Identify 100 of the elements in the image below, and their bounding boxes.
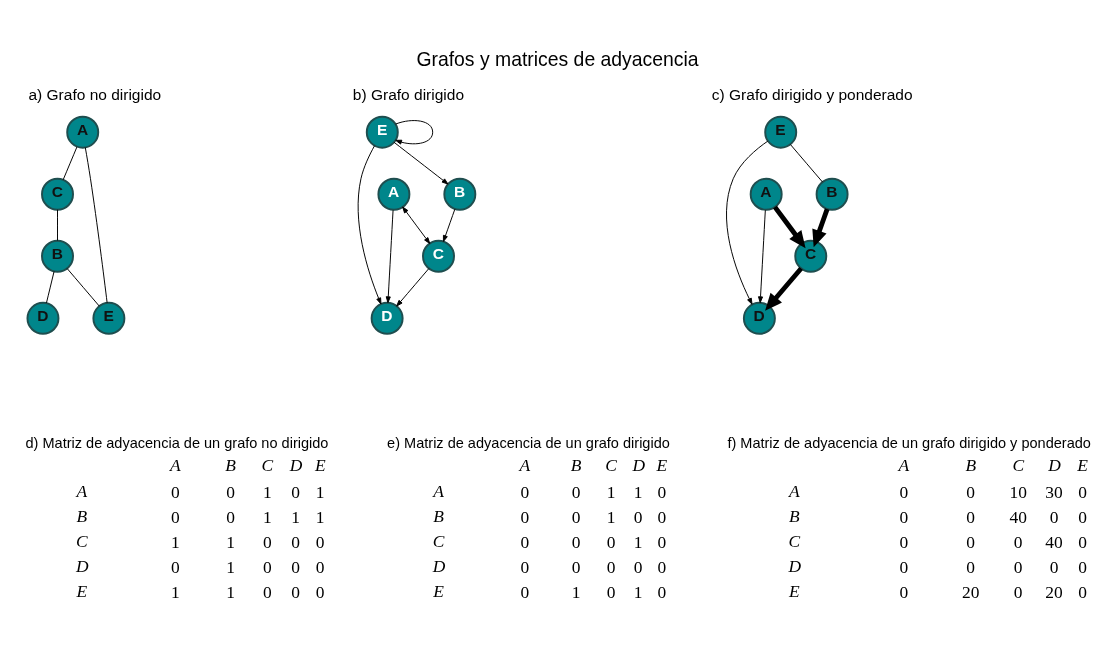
arrow	[393, 141, 449, 185]
label: B	[76, 505, 88, 526]
label: C	[1012, 454, 1025, 475]
label: C	[261, 454, 274, 475]
label: A	[169, 454, 181, 475]
node-circle: E	[92, 301, 126, 335]
label: 1	[633, 531, 643, 552]
label: 0	[657, 581, 667, 602]
diagram-title: Grafos y matrices de adyacencia	[416, 47, 699, 70]
label: 0	[1013, 581, 1023, 602]
label: 0	[1049, 556, 1059, 577]
arrow	[726, 140, 769, 305]
label: C	[605, 454, 617, 475]
label: B	[570, 454, 582, 475]
connector	[57, 208, 58, 241]
label: 0	[263, 556, 272, 577]
label: 0	[966, 506, 976, 527]
label: D	[788, 555, 802, 576]
arrow	[758, 209, 766, 303]
label: 0	[1078, 481, 1088, 502]
label: b) Grafo dirigido	[352, 85, 465, 103]
arrow	[396, 267, 430, 307]
connector	[62, 145, 78, 180]
label: E	[433, 580, 444, 601]
arrow	[442, 208, 456, 242]
label: B	[788, 505, 800, 526]
label: 0	[170, 556, 180, 577]
label: 1	[170, 531, 180, 552]
label: 20	[962, 581, 980, 602]
label: e) Matriz de adyacencia de un grafo dirigido	[387, 434, 670, 451]
label: a) Grafo no dirigido	[28, 85, 162, 103]
label: A	[788, 480, 800, 501]
label: 1	[606, 506, 616, 527]
arrow	[773, 205, 806, 248]
label: 0	[899, 506, 909, 527]
label: 0	[633, 506, 643, 527]
label: 1	[226, 531, 235, 552]
label: 0	[1049, 506, 1059, 527]
label: 0	[966, 556, 976, 577]
label: d) Matriz de adyacencia de un grafo no dirigido	[25, 434, 329, 451]
label: 40	[1045, 531, 1063, 552]
label: 0	[966, 531, 976, 552]
node-circle: E	[365, 115, 399, 149]
label: 1	[291, 506, 300, 527]
label: 1	[226, 581, 235, 602]
connector	[46, 270, 55, 303]
label: 0	[170, 506, 180, 527]
label: c) Grafo dirigido y ponderado	[711, 85, 913, 103]
label: 0	[170, 481, 180, 502]
label: 0	[899, 481, 909, 502]
arrow	[357, 144, 382, 304]
label: 30	[1045, 481, 1063, 502]
label: 0	[226, 481, 235, 502]
label: 0	[571, 531, 581, 552]
label: 0	[606, 581, 616, 602]
label: 1	[633, 581, 643, 602]
node-circle: C	[794, 239, 828, 273]
node-circle: D	[26, 301, 60, 335]
label: D	[1048, 454, 1061, 475]
label: 0	[520, 506, 530, 527]
label: C	[75, 530, 88, 551]
label: 0	[1013, 531, 1023, 552]
connector	[66, 267, 100, 307]
label: 10	[1009, 481, 1027, 502]
label: 0	[571, 556, 581, 577]
arrow	[765, 266, 803, 311]
label: 0	[263, 581, 272, 602]
label: A	[76, 480, 88, 501]
label: 0	[1078, 531, 1088, 552]
label: 0	[1078, 506, 1088, 527]
connector	[789, 143, 823, 182]
label: 0	[520, 481, 530, 502]
label: E	[788, 580, 800, 601]
label: 0	[899, 556, 909, 577]
arrow	[395, 119, 434, 145]
label: D	[289, 454, 303, 475]
label: 1	[315, 506, 325, 527]
label: 0	[315, 556, 325, 577]
label: D	[75, 555, 89, 576]
label: 40	[1009, 506, 1027, 527]
label: 1	[263, 481, 272, 502]
arrow	[402, 206, 431, 244]
label: 0	[291, 531, 300, 552]
label: 0	[1013, 556, 1023, 577]
label: 0	[657, 531, 667, 552]
label: 0	[1078, 581, 1088, 602]
label: 0	[520, 556, 530, 577]
label: 1	[226, 556, 235, 577]
node-circle: A	[66, 115, 100, 149]
label: 0	[520, 531, 530, 552]
label: 0	[291, 481, 300, 502]
label: B	[433, 505, 444, 526]
node-circle: B	[41, 239, 74, 273]
label: E	[314, 454, 326, 475]
label: D	[432, 555, 446, 576]
label: 1	[315, 481, 325, 502]
label: B	[225, 454, 236, 475]
node-circle: C	[422, 239, 455, 273]
label: 0	[315, 581, 325, 602]
label: 1	[263, 506, 272, 527]
